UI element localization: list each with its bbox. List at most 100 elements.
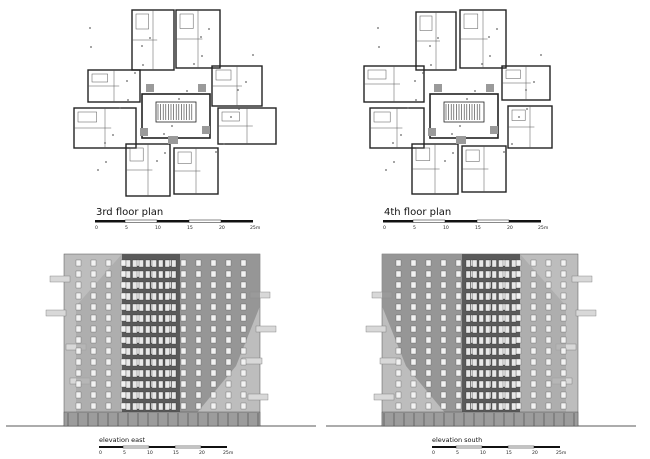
window xyxy=(105,347,112,355)
window-glazed xyxy=(485,380,491,389)
window-glazed xyxy=(478,281,484,290)
scale-bar-elevation-east: 0 5 10 15 20 25m xyxy=(99,445,239,458)
window xyxy=(455,259,462,267)
window xyxy=(240,259,247,267)
plan-fixture xyxy=(134,72,136,74)
window-glazed xyxy=(132,402,138,411)
balcony xyxy=(575,309,597,317)
window-glazed xyxy=(511,325,517,334)
window-glazed xyxy=(125,325,131,334)
window-glazed xyxy=(465,336,471,345)
plan-fixture xyxy=(105,161,107,163)
plan-shaft xyxy=(490,126,498,134)
window xyxy=(120,391,127,399)
window-glazed xyxy=(498,292,504,301)
window-glazed xyxy=(158,281,164,290)
window-glazed xyxy=(504,314,510,323)
plan-stair xyxy=(443,101,485,123)
window-glazed xyxy=(158,292,164,301)
window xyxy=(75,347,82,355)
window xyxy=(90,259,97,267)
plan-fixture xyxy=(186,90,188,92)
window-glazed xyxy=(478,358,484,367)
window-glazed xyxy=(138,259,144,268)
window-glazed xyxy=(132,358,138,367)
window-glazed xyxy=(491,292,497,301)
window xyxy=(425,380,432,388)
plan-room xyxy=(179,13,194,29)
window xyxy=(560,270,567,278)
balcony xyxy=(373,393,395,401)
window-glazed xyxy=(498,325,504,334)
window xyxy=(515,303,522,311)
plan-fixture xyxy=(127,99,129,101)
scale-south-t1: 5 xyxy=(456,450,459,456)
window xyxy=(560,336,567,344)
plan-fixture xyxy=(163,133,165,135)
window xyxy=(440,259,447,267)
window xyxy=(240,292,247,300)
plan-fixture xyxy=(126,80,128,82)
window xyxy=(210,259,217,267)
window xyxy=(225,369,232,377)
window-glazed xyxy=(504,402,510,411)
plan-fixture xyxy=(488,36,490,38)
window-glazed xyxy=(498,369,504,378)
scale-east-t0: 0 xyxy=(99,450,102,456)
plan-fixture xyxy=(178,98,180,100)
window-glazed xyxy=(498,380,504,389)
plan-room xyxy=(465,149,480,162)
window xyxy=(455,292,462,300)
window xyxy=(530,303,537,311)
elevation-south xyxy=(326,246,636,432)
window-glazed xyxy=(171,369,177,378)
window xyxy=(105,391,112,399)
plan-room xyxy=(177,151,192,164)
plan-fixture xyxy=(392,142,394,144)
window-glazed xyxy=(151,281,157,290)
window xyxy=(545,325,552,333)
window-glazed xyxy=(151,325,157,334)
window-glazed xyxy=(472,358,478,367)
window-glazed xyxy=(138,325,144,334)
plan-fixture xyxy=(142,64,144,66)
window xyxy=(545,259,552,267)
window xyxy=(455,314,462,322)
plan-fixture xyxy=(237,89,239,91)
window-glazed xyxy=(132,292,138,301)
window xyxy=(560,281,567,289)
window-glazed xyxy=(132,314,138,323)
window xyxy=(210,303,217,311)
plan-room xyxy=(505,69,521,79)
window-glazed xyxy=(132,391,138,400)
plan-fixture xyxy=(149,37,151,39)
window xyxy=(120,347,127,355)
window xyxy=(425,303,432,311)
plan-fixture xyxy=(200,36,202,38)
window xyxy=(560,259,567,267)
window xyxy=(560,325,567,333)
plan-fixture xyxy=(525,89,527,91)
window-glazed xyxy=(164,391,170,400)
window-glazed xyxy=(465,358,471,367)
scale-bar-3rd: 0 5 10 15 20 25m xyxy=(95,219,265,234)
window xyxy=(545,281,552,289)
window-glazed xyxy=(171,292,177,301)
window-glazed xyxy=(125,281,131,290)
window xyxy=(410,303,417,311)
window xyxy=(75,380,82,388)
plan-stair xyxy=(155,101,197,123)
window-glazed xyxy=(472,303,478,312)
window-glazed xyxy=(511,259,517,268)
window-glazed xyxy=(145,369,151,378)
window-glazed xyxy=(498,314,504,323)
window xyxy=(560,292,567,300)
window-glazed xyxy=(151,380,157,389)
window xyxy=(210,347,217,355)
plan-fixture xyxy=(238,108,240,110)
window-glazed xyxy=(491,380,497,389)
window xyxy=(195,270,202,278)
window xyxy=(455,380,462,388)
window-glazed xyxy=(132,347,138,356)
balcony xyxy=(45,309,67,317)
